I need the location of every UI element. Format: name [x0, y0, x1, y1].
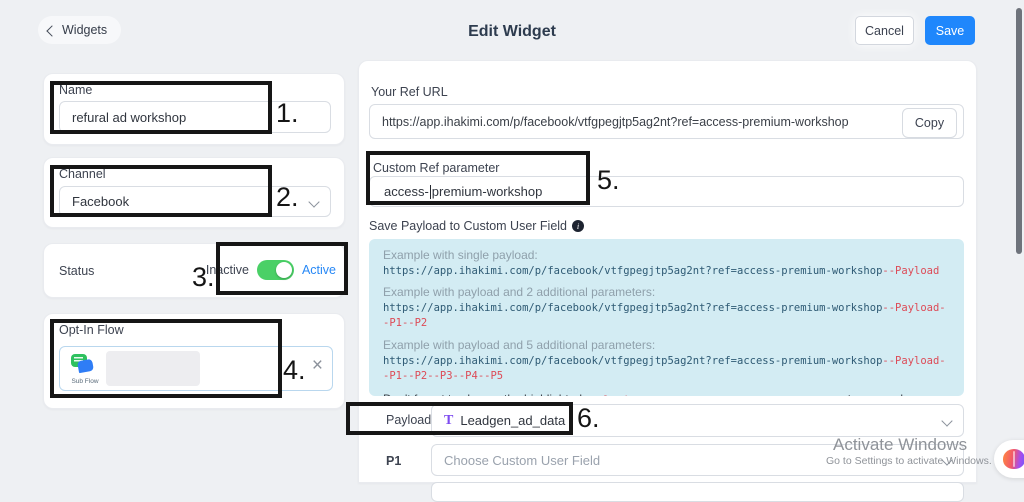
channel-select-value: Facebook: [72, 194, 130, 209]
example-url: https://app.ihakimi.com/p/facebook/vtfgp…: [383, 264, 950, 279]
toggle-knob: [275, 262, 292, 278]
status-label: Status: [59, 264, 95, 278]
chat-bubble-blue-icon: [77, 358, 94, 373]
custom-ref-value-after: premium-workshop: [431, 184, 543, 199]
example-url-highlight: --Payload: [882, 265, 940, 277]
scrollbar-thumb[interactable]: [1016, 8, 1022, 254]
custom-ref-value-before: access-: [384, 184, 429, 199]
activate-windows-subtext: Go to Settings to activate Windows.: [826, 455, 992, 467]
ref-url-label: Your Ref URL: [371, 85, 448, 99]
example-caption: Example with payload and 2 additional pa…: [383, 285, 656, 300]
note-prefix: Don't forget to change the highlighted: [383, 392, 585, 396]
name-input[interactable]: refural ad workshop: [59, 101, 331, 133]
page-title: Edit Widget: [468, 23, 556, 40]
note-suffix: to your value.: [844, 392, 920, 396]
example-caption: Example with single payload:: [383, 248, 538, 262]
custom-ref-input[interactable]: access- premium-workshop: [369, 176, 964, 207]
example-url-base: https://app.ihakimi.com/p/facebook/vtfgp…: [383, 302, 883, 315]
payload-examples-infobox: Example with single payload: https://app…: [369, 239, 964, 396]
text-caret: [429, 184, 431, 199]
text-field-type-icon: T: [444, 412, 454, 428]
custom-ref-label: Custom Ref parameter: [373, 161, 500, 175]
example-url-highlight: --Payload--P1--P2--P3--P4--P5: [383, 354, 946, 382]
chevron-down-icon: [941, 414, 953, 427]
example-url-base: https://app.ihakimi.com/p/facebook/vtfgp…: [383, 354, 883, 367]
note-highlight: Payload, P1, P2, P3, P4, P5, P6, P7, P8,…: [585, 395, 844, 396]
back-button-label: Widgets: [62, 23, 108, 37]
save-payload-label-row: Save Payload to Custom User Field i: [369, 219, 585, 233]
flow-name-redacted: [106, 351, 200, 386]
ref-url-input[interactable]: https://app.ihakimi.com/p/facebook/vtfgp…: [369, 104, 964, 139]
name-card: Name refural ad workshop: [43, 73, 345, 145]
example-url: https://app.ihakimi.com/p/facebook/vtfgp…: [383, 354, 950, 384]
payload-select[interactable]: T Leadgen_ad_data: [431, 404, 964, 437]
chevron-down-icon: [308, 195, 320, 208]
sub-flow-caption: Sub Flow: [71, 377, 99, 385]
example-caption: Example with payload and 5 additional pa…: [383, 337, 656, 352]
payload-row-label: Payload: [386, 413, 432, 427]
example-url: https://app.ihakimi.com/p/facebook/vtfgp…: [383, 301, 950, 331]
p2-select-partial[interactable]: [431, 482, 964, 502]
payload-select-value-wrap: T Leadgen_ad_data: [444, 413, 565, 429]
copy-button[interactable]: Copy: [902, 108, 957, 138]
ref-url-value: https://app.ihakimi.com/p/facebook/vtfgp…: [382, 114, 849, 129]
save-payload-label: Save Payload to Custom User Field: [369, 219, 568, 233]
brain-icon: [1003, 449, 1024, 469]
example-url-base: https://app.ihakimi.com/p/facebook/vtfgp…: [383, 265, 883, 277]
p1-select[interactable]: Choose Custom User Field: [431, 444, 964, 476]
save-button[interactable]: Save: [925, 16, 975, 45]
cancel-button[interactable]: Cancel: [855, 16, 914, 45]
optin-flow-label: Opt-In Flow: [59, 323, 124, 337]
remove-flow-icon[interactable]: ×: [311, 355, 323, 376]
optin-flow-item[interactable]: Sub Flow ×: [59, 346, 333, 391]
name-label: Name: [59, 83, 93, 97]
channel-select[interactable]: Facebook: [59, 186, 331, 217]
back-button[interactable]: Widgets: [38, 16, 122, 44]
p1-row-label: P1: [386, 454, 402, 468]
activate-windows-watermark: Activate Windows: [833, 435, 968, 454]
status-toggle-group: Inactive Active: [206, 260, 336, 280]
channel-label: Channel: [59, 167, 106, 181]
example-url-highlight: --Payload--P1--P2: [383, 302, 946, 330]
widget-settings-panel: Your Ref URL https://app.ihakimi.com/p/f…: [358, 60, 977, 502]
chat-widget-launcher[interactable]: [994, 440, 1024, 478]
status-toggle[interactable]: [256, 260, 294, 280]
p1-select-placeholder: Choose Custom User Field: [444, 452, 601, 468]
info-icon[interactable]: i: [572, 220, 585, 232]
sub-flow-icon: Sub Flow: [68, 353, 99, 385]
payload-select-value: Leadgen_ad_data: [460, 413, 566, 428]
status-card: Status Inactive Active: [43, 243, 345, 298]
status-active-label: Active: [301, 263, 336, 277]
optin-flow-card: Opt-In Flow Sub Flow ×: [43, 313, 345, 409]
channel-card: Channel Facebook: [43, 157, 345, 228]
status-inactive-label: Inactive: [205, 263, 249, 277]
highlight-note: Don't forget to change the highlighted P…: [383, 392, 950, 396]
edit-widget-page: Widgets Edit Widget Cancel Save Name ref…: [38, 8, 1024, 502]
